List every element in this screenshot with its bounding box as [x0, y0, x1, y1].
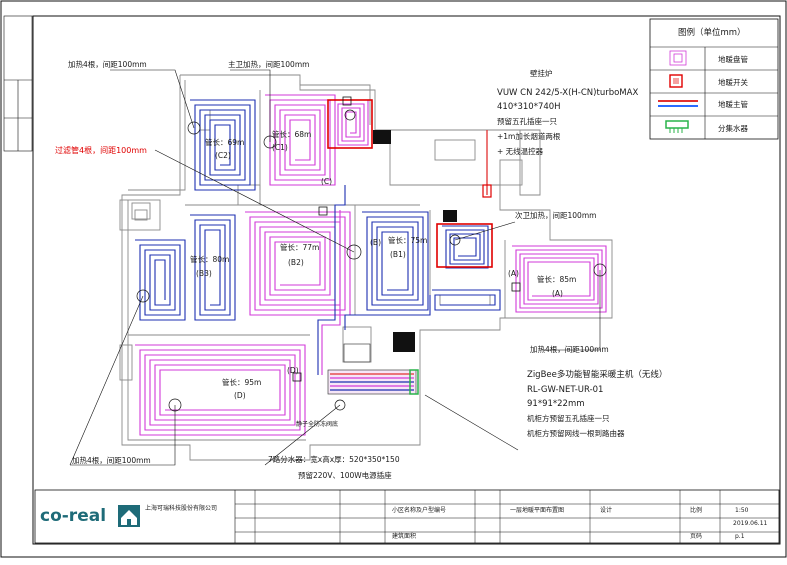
- boiler-size: 410*310*740H: [497, 102, 561, 112]
- scale-value: 1:50: [735, 507, 749, 514]
- zigbee-line-2: RL-GW-NET-UR-01: [527, 385, 603, 395]
- loop-b1-length: 管长：75m: [388, 235, 427, 245]
- loop-b2-id: (B2): [288, 258, 304, 267]
- loop-b3-id: (B3): [196, 269, 212, 278]
- pump-note: 静子全防冻阀底: [296, 420, 338, 428]
- loop-c2-length: 管长：69m: [205, 137, 244, 147]
- tag-c: (C): [321, 177, 332, 186]
- manifold: [327, 332, 419, 395]
- bath-top-switch-box: [327, 99, 373, 149]
- tag-d: (D): [287, 366, 299, 375]
- loop-d: 管长：95m (D): [135, 344, 306, 436]
- page-label: 页码: [690, 532, 702, 540]
- page-value: p.1: [735, 533, 745, 540]
- scale-label: 比例: [690, 506, 702, 514]
- zigbee-line-1: ZigBee多功能智能采暖主机（无线）: [527, 369, 667, 380]
- tag-b: (B): [370, 238, 381, 247]
- boiler-note-3: + 无线温控器: [497, 146, 544, 156]
- loop-corridor: [432, 289, 501, 311]
- loop-b1-id: (B1): [390, 250, 406, 259]
- boiler-note-2: +1m加长烟道两根: [497, 131, 561, 141]
- loop-b3-length: 管长：80m: [190, 254, 229, 264]
- manifold-power: 预留220V、100W电源插座: [298, 470, 392, 480]
- loop-c2: 管长：69m (C2): [190, 99, 256, 191]
- bath-right-switch-box: [436, 223, 493, 268]
- annotation-red-note: 过滤管4根，间距100mm: [55, 145, 147, 155]
- legend-label-main: 地暖主管: [718, 99, 748, 109]
- legend-label-switch: 地暖开关: [718, 77, 748, 87]
- devices: [292, 96, 521, 382]
- house-logo-icon: [118, 505, 140, 527]
- legend-manifold-icon: [665, 120, 689, 133]
- loop-c2-id: (C2): [215, 151, 231, 160]
- loop-bath-top: [327, 99, 373, 149]
- loop-c1-length: 管长：68m: [272, 129, 311, 139]
- building-walls: [119, 74, 613, 461]
- zigbee-line-4: 机柜方预留五孔插座一只: [527, 413, 610, 423]
- zigbee-line-3: 91*91*22mm: [527, 399, 585, 409]
- annotation-bottom-left: 加热4根，间距100mm: [72, 455, 151, 465]
- legend-label-coil: 地暖盘管: [718, 54, 748, 64]
- drawing-name: 一层地暖平面布置图: [510, 506, 564, 514]
- annotation-top-left: 加热4根，间距100mm: [68, 59, 147, 69]
- loop-b2-length: 管长：77m: [280, 242, 319, 252]
- title-block: co-real 上海可瑞科技股份有限公司 小区名称及户型编号 建筑面积 一层地暖…: [34, 489, 780, 544]
- company-logo-text: co-real: [40, 506, 106, 526]
- legend: 图例（单位mm） 地暖盘管 地暖开关 地暖主管 分集水器: [649, 18, 779, 140]
- loop-c1-id: (C1): [272, 143, 288, 152]
- loop-a-length: 管长：85m: [537, 274, 576, 284]
- zigbee-line-5: 机柜方预留网线一根到路由器: [527, 428, 625, 438]
- annotation-top-center: 主卫加热，间距100mm: [228, 59, 309, 69]
- legend-switch-icon: [669, 74, 683, 88]
- project-hint-2: 建筑面积: [392, 532, 416, 540]
- boiler-title: 壁挂炉: [530, 68, 553, 78]
- annotation-right-lower: 加热4根，间距100mm: [530, 344, 609, 354]
- legend-coil-icon: [669, 50, 687, 66]
- loop-bath-right: [436, 223, 493, 269]
- legend-title: 图例（单位mm）: [678, 27, 746, 38]
- inner-frame: [32, 15, 781, 545]
- legend-label-manifold: 分集水器: [718, 123, 748, 133]
- manifold-spec: 7路分水器：宽x高x厚：520*350*150: [268, 454, 400, 464]
- annotation-right-mid: 次卫加热，间距100mm: [515, 210, 596, 220]
- loop-b1: 管长：75m (B1): [362, 211, 429, 311]
- leader-lines: [69, 69, 601, 466]
- loop-d-id: (D): [234, 391, 246, 400]
- company-name: 上海可瑞科技股份有限公司: [145, 504, 217, 512]
- boiler-note-1: 预留五孔插座一只: [497, 116, 557, 126]
- loop-a: 管长：85m (A): [512, 245, 607, 313]
- date-value: 2019.06.11: [733, 520, 768, 527]
- loop-b2: 管长：77m (B2): [245, 211, 351, 316]
- loop-d-length: 管长：95m: [222, 377, 261, 387]
- project-hint: 小区名称及户型编号: [392, 506, 446, 514]
- legend-main-pipe-icon: [658, 100, 698, 107]
- main-pipes: [317, 130, 492, 375]
- loop-a-id: (A): [552, 289, 563, 298]
- boiler-model: VUW CN 242/5-X(H-CN)turboMAX: [497, 88, 638, 98]
- tag-a: (A): [508, 269, 519, 278]
- designer-label: 设计: [600, 506, 612, 514]
- loop-b3: 管长：80m (B3): [135, 214, 236, 321]
